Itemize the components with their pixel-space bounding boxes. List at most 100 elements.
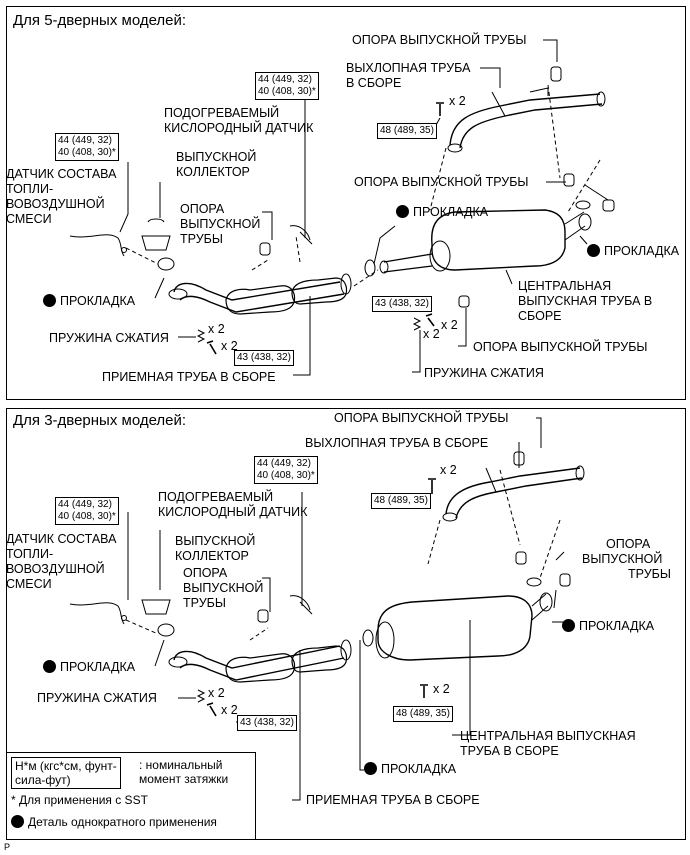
gasket-label: ПРОКЛАДКА	[587, 244, 679, 259]
front-pipe-label: ПРИЕМНАЯ ТРУБА В СБОРЕ	[102, 370, 276, 384]
small-support-label: ОПОРА	[180, 202, 225, 216]
leader-line	[579, 235, 588, 245]
air-fuel-sensor-label: ВОВОЗДУШНОЙ	[6, 197, 105, 211]
bolt-count-label: x 2	[441, 318, 458, 332]
gasket-label: ПРОКЛАДКА	[43, 660, 135, 675]
torque-unit-description: : номинальный момент затяжки	[139, 758, 229, 786]
exhaust-pipe-support-label: ОПОРА ВЫПУСКНОЙ ТРУБЫ	[354, 175, 529, 189]
torque-spec-value: 40 (408, 30)*	[58, 511, 116, 522]
air-fuel-sensor-label: СМЕСИ	[6, 212, 52, 226]
non-reusable-dot-icon	[43, 660, 56, 673]
torque-spec-value: 44 (449, 32)	[58, 499, 112, 510]
air-fuel-sensor-label: ТОПЛИ-	[6, 547, 54, 561]
exhaust-pipe-support-label: ВЫПУСКНОЙ	[582, 552, 663, 566]
non-reusable-dot-icon	[43, 294, 56, 307]
leader-line	[373, 225, 396, 265]
air-fuel-sensor-label: ВОВОЗДУШНОЙ	[6, 562, 105, 576]
leader-line	[293, 296, 311, 376]
exhaust-pipe-support-label: ОПОРА ВЫПУСКНОЙ ТРУБЫ	[473, 340, 648, 354]
exhaust-manifold-label: ВЫПУСКНОЙ	[175, 534, 256, 548]
torque-spec-box: 43 (438, 32)	[234, 350, 294, 366]
torque-spec-box: 44 (449, 32) 40 (408, 30)*	[254, 456, 318, 484]
torque-spec-value: 44 (449, 32)	[58, 135, 112, 146]
gasket-label: ПРОКЛАДКА	[396, 205, 488, 220]
compression-spring-label: ПРУЖИНА СЖАТИЯ	[49, 331, 169, 345]
small-support-label: ТРУБЫ	[183, 596, 226, 610]
torque-spec-value: 40 (408, 30)*	[257, 470, 315, 481]
front-pipe-label: ПРИЕМНАЯ ТРУБА В СБОРЕ	[306, 793, 480, 807]
leader-line	[458, 308, 467, 347]
exhaust-pipe-support-label: ОПОРА ВЫПУСКНОЙ ТРУБЫ	[352, 33, 527, 47]
center-pipe-label: ЦЕНТРАЛЬНАЯ	[518, 279, 612, 293]
leader-line	[543, 39, 558, 62]
torque-unit-box: Н*м (кгс*см, фунт- сила-фут)	[11, 757, 121, 789]
sst-note: * Для применения с SST	[11, 793, 148, 807]
center-pipe-label: ЦЕНТРАЛЬНАЯ ВЫПУСКНАЯ	[460, 729, 636, 743]
exhaust-manifold-label: КОЛЛЕКТОР	[175, 549, 249, 563]
small-support-label: ВЫПУСКНОЙ	[180, 217, 261, 231]
torque-spec-box: 44 (449, 32) 40 (408, 30)*	[55, 497, 119, 525]
air-fuel-sensor-label: ТОПЛИ-	[6, 182, 54, 196]
gasket-label: ПРОКЛАДКА	[364, 762, 456, 777]
heated-oxygen-sensor-label: ПОДОГРЕВАЕМЫЙ	[164, 106, 280, 120]
center-pipe-label: ТРУБА В СБОРЕ	[460, 744, 559, 758]
air-fuel-sensor-label: ДАТЧИК СОСТАВА	[6, 532, 117, 546]
leader-line	[154, 277, 165, 299]
heated-oxygen-sensor-label: КИСЛОРОДНЫЙ ДАТЧИК	[164, 121, 314, 135]
corner-mark: P	[4, 842, 11, 852]
air-fuel-sensor-label: ДАТЧИК СОСТАВА	[6, 167, 117, 181]
torque-spec-value: 44 (449, 32)	[257, 458, 311, 469]
tail-pipe-label: ВЫХЛОПНАЯ ТРУБА	[346, 61, 471, 75]
heated-oxygen-sensor-label: ПОДОГРЕВАЕМЫЙ	[158, 490, 274, 504]
torque-spec-box: 43 (438, 32)	[237, 715, 297, 731]
legend: Н*м (кгс*см, фунт- сила-фут) : номинальн…	[6, 752, 256, 840]
non-reusable-dot-icon	[396, 205, 409, 218]
torque-spec-box: 44 (449, 32) 40 (408, 30)*	[255, 72, 319, 100]
torque-spec-value: 40 (408, 30)*	[58, 147, 116, 158]
spring-count-label: x 2	[208, 322, 225, 336]
tail-pipe-label: В СБОРЕ	[346, 76, 402, 90]
non-reusable-dot-icon	[11, 815, 24, 828]
leader-line	[505, 269, 513, 285]
bolt-count-label: x 2	[449, 94, 466, 108]
torque-unit-text: Н*м (кгс*см, фунт-	[15, 759, 117, 773]
non-reusable-note: Деталь однократного применения	[11, 815, 217, 829]
torque-unit-text: сила-фут)	[15, 773, 71, 787]
exhaust-pipe-support-label: ТРУБЫ	[628, 567, 671, 581]
compression-spring-label: ПРУЖИНА СЖАТИЯ	[37, 691, 157, 705]
small-support-label: ОПОРА	[183, 566, 228, 580]
non-reusable-dot-icon	[364, 762, 377, 775]
bolt-count-label: x 2	[440, 463, 457, 477]
center-pipe-label: СБОРЕ	[518, 309, 562, 323]
torque-spec-value: 44 (449, 32)	[258, 74, 312, 85]
center-pipe-label: ВЫПУСКНАЯ ТРУБА В	[518, 294, 653, 308]
exhaust-manifold-label: КОЛЛЕКТОР	[176, 165, 250, 179]
leader-line	[119, 162, 129, 233]
leader-line	[584, 184, 609, 201]
small-support-label: ВЫПУСКНОЙ	[183, 581, 264, 595]
small-support-label: ТРУБЫ	[180, 232, 223, 246]
bottom-section-title: Для 3-дверных моделей:	[13, 412, 187, 429]
torque-spec-value: 40 (408, 30)*	[258, 86, 316, 97]
exhaust-pipe-support-label: ОПОРА	[606, 537, 651, 551]
leader-line	[262, 211, 273, 240]
spring-count-label: x 2	[208, 686, 225, 700]
torque-spec-box: 44 (449, 32) 40 (408, 30)*	[55, 133, 119, 161]
non-reusable-dot-icon	[587, 244, 600, 257]
gasket-label: ПРОКЛАДКА	[562, 619, 654, 634]
top-section-title: Для 5-дверных моделей:	[13, 12, 187, 29]
spring-count-label: x 2	[423, 327, 440, 341]
exhaust-pipe-support-label: ОПОРА ВЫПУСКНОЙ ТРУБЫ	[334, 411, 509, 425]
air-fuel-sensor-label: СМЕСИ	[6, 577, 52, 591]
compression-spring-label: ПРУЖИНА СЖАТИЯ	[424, 366, 544, 380]
heated-oxygen-sensor-label: КИСЛОРОДНЫЙ ДАТЧИК	[158, 505, 308, 519]
leader-line	[412, 330, 421, 373]
torque-spec-box: 48 (489, 35)	[393, 706, 453, 722]
leader-line	[480, 67, 501, 88]
bolt-count-label: x 2	[221, 339, 238, 353]
top-panel-5-door	[6, 6, 686, 400]
bolt-count-label: x 2	[433, 682, 450, 696]
torque-spec-box: 48 (489, 35)	[377, 123, 437, 139]
non-reusable-dot-icon	[562, 619, 575, 632]
